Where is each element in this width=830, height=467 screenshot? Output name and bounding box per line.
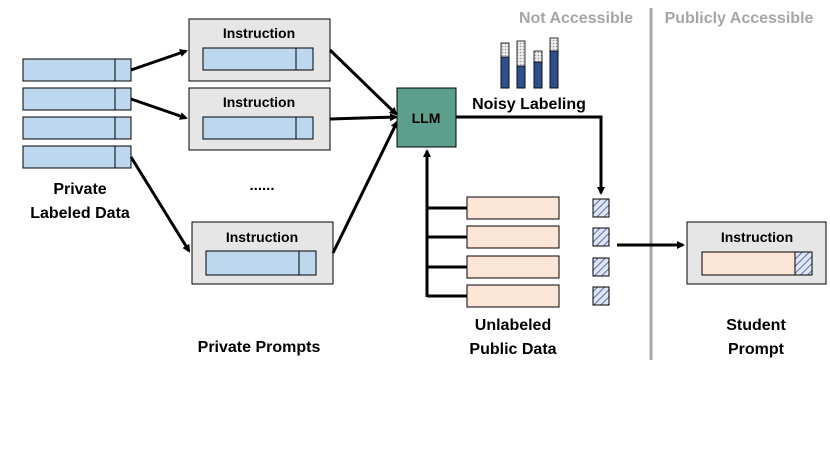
private-data-row: [22, 87, 132, 111]
private-prompt-box: Instruction: [188, 18, 331, 82]
prompt2-to-llm-arrow: [329, 113, 398, 122]
llm-label: LLM: [412, 110, 441, 126]
private-labeled-data-label-line2: Labeled Data: [30, 205, 130, 222]
private-prompt-box: Instruction: [191, 221, 334, 285]
noisy-label-square: [592, 227, 610, 247]
noisy-label-square: [592, 198, 610, 218]
noisy-label-bars: [500, 37, 559, 89]
noisy-label-square: [592, 286, 610, 306]
student-instruction-title: Instruction: [721, 229, 793, 245]
private-data-row: [22, 58, 132, 82]
data-to-prompt3-arrow: [129, 156, 191, 253]
public-data-row: [466, 284, 560, 308]
llm-to-labels-arrow: [456, 115, 605, 195]
private-data-row: [22, 116, 132, 140]
public-data-row: [466, 255, 560, 279]
student-prompt-label-line2: Prompt: [728, 341, 785, 358]
noisy-label-squares: [592, 198, 610, 306]
student-prompt-label-line1: Student: [726, 317, 786, 334]
private-prompt-box: Instruction: [188, 87, 331, 151]
public-data-row: [466, 225, 560, 249]
student-prompt-box: Instruction: [686, 221, 827, 285]
public-data-to-llm-arrow: [423, 149, 467, 298]
noisy-labeling-label: Noisy Labeling: [472, 96, 586, 113]
prompts-ellipsis: ......: [249, 177, 274, 194]
unlabeled-public-data-label-line1: Unlabeled: [475, 317, 551, 334]
data-to-prompt2-arrow: [130, 97, 188, 120]
prompt3-to-llm-arrow: [331, 120, 399, 254]
llm-box: LLM: [396, 87, 457, 148]
prompt-instruction-title: Instruction: [226, 229, 298, 245]
not-accessible-label: Not Accessible: [519, 10, 633, 27]
noisy-label-square: [592, 257, 610, 277]
unlabeled-public-data-label-line2: Public Data: [469, 341, 556, 358]
prompt-instruction-title: Instruction: [223, 94, 295, 110]
unlabeled-public-data: [466, 196, 560, 308]
private-data-row: [22, 145, 132, 169]
prompt-instruction-title: Instruction: [223, 25, 295, 41]
public-data-row: [466, 196, 560, 220]
private-labeled-data-label-line1: Private: [53, 181, 106, 198]
publicly-accessible-label: Publicly Accessible: [665, 10, 814, 27]
private-labeled-data: [22, 58, 132, 169]
private-prompts-label: Private Prompts: [198, 339, 321, 356]
prompt1-to-llm-arrow: [328, 48, 398, 116]
data-to-prompt1-arrow: [130, 49, 188, 72]
